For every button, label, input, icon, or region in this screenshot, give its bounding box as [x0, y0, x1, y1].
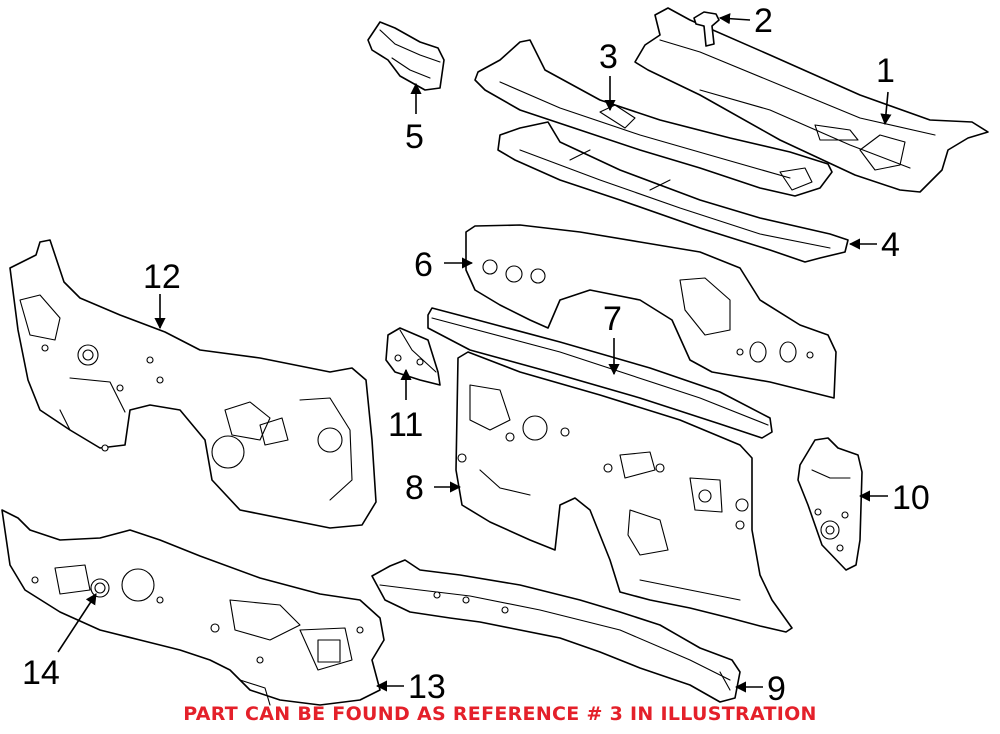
part-5-bracket — [367, 21, 445, 91]
reference-note: PART CAN BE FOUND AS REFERENCE # 3 IN IL… — [183, 703, 817, 725]
callout-7: 7 — [603, 300, 622, 338]
part-1-cowl-panel — [634, 7, 989, 193]
callout-3: 3 — [599, 38, 618, 76]
callout-8: 8 — [405, 469, 424, 507]
callout-11: 11 — [388, 406, 423, 444]
leader-1 — [880, 91, 892, 126]
callout-1: 1 — [876, 52, 895, 90]
callout-6: 6 — [414, 246, 433, 284]
leader-2 — [718, 13, 751, 25]
part-10-side-bracket — [797, 437, 863, 571]
part-11-small-bracket — [385, 327, 441, 386]
callout-13: 13 — [408, 668, 446, 706]
part-4-cowl-lower — [497, 121, 849, 263]
leader-lines — [57, 13, 892, 693]
part-2-clip — [693, 11, 720, 47]
callout-10: 10 — [892, 479, 930, 517]
callout-5: 5 — [405, 118, 424, 156]
callout-12: 12 — [143, 258, 181, 296]
part-7-cross-bar — [427, 307, 773, 439]
callout-9: 9 — [767, 670, 786, 708]
callout-4: 4 — [881, 226, 900, 264]
part-6-dash-upper — [465, 224, 837, 399]
leader-14 — [57, 593, 97, 653]
part-8-dash-panel — [455, 351, 793, 633]
part-13-lower-insulator — [1, 509, 385, 706]
callout-labels: 1 2 3 4 5 6 7 8 9 10 11 12 13 14 — [22, 2, 930, 708]
callout-2: 2 — [754, 2, 773, 40]
part-14-plug — [94, 582, 106, 594]
callout-14: 14 — [22, 654, 60, 692]
part-12-dash-insulator — [9, 239, 377, 529]
